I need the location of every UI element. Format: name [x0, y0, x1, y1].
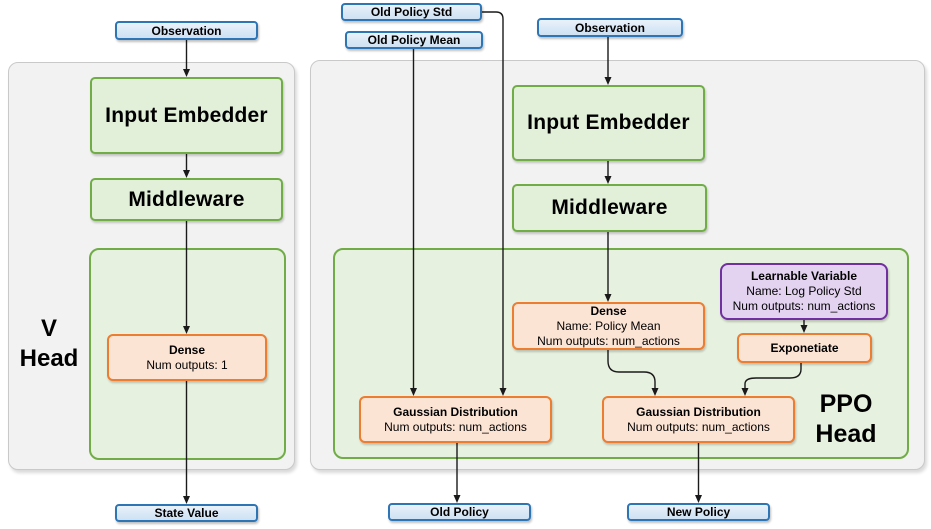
exponetiate-label: Exponetiate: [770, 340, 839, 355]
edge-exponetiate-to-gaussian-new: [741, 362, 802, 396]
input-embedder-v-label: Input Embedder: [105, 103, 268, 127]
input-embedder-ppo-label: Input Embedder: [527, 111, 690, 134]
observation-v-label: Observation: [151, 23, 222, 38]
input-embedder-ppo-node: Input Embedder: [512, 85, 705, 161]
learnable-variable-node: Learnable Variable Name: Log Policy Std …: [720, 263, 888, 320]
learnable-variable-name: Name: Log Policy Std: [746, 284, 862, 298]
new-policy-node: New Policy: [627, 503, 770, 521]
middleware-v-node: Middleware: [90, 178, 283, 221]
gaussian-new-outputs: Num outputs: num_actions: [627, 419, 770, 434]
observation-ppo-node: Observation: [537, 18, 683, 37]
ppo-head-title-line1: PPO: [819, 390, 873, 418]
ppo-head-title: PPO Head: [798, 389, 894, 449]
new-policy-label: New Policy: [666, 505, 731, 519]
middleware-ppo-label: Middleware: [551, 196, 668, 219]
edge-old-policy-std-to-gaussian-old: [482, 11, 507, 396]
old-policy-mean-label: Old Policy Mean: [367, 33, 461, 47]
v-head-title-line2: Head: [19, 345, 79, 372]
state-value-label: State Value: [154, 506, 219, 520]
learnable-variable-outputs: Num outputs: num_actions: [732, 299, 876, 313]
dense-policy-mean-outputs: Num outputs: num_actions: [537, 333, 680, 348]
old-policy-mean-node: Old Policy Mean: [345, 31, 483, 49]
gaussian-old-title: Gaussian Distribution: [393, 404, 518, 419]
input-embedder-v-node: Input Embedder: [90, 77, 283, 154]
gaussian-distribution-old-node: Gaussian Distribution Num outputs: num_a…: [359, 396, 552, 443]
state-value-node: State Value: [115, 504, 258, 522]
ppo-head-title-line2: Head: [815, 420, 877, 448]
dense-policy-mean-title: Dense: [590, 303, 627, 318]
observation-v-node: Observation: [115, 21, 258, 40]
dense-v-title: Dense: [168, 342, 206, 357]
old-policy-std-label: Old Policy Std: [370, 5, 453, 19]
middleware-v-label: Middleware: [128, 187, 245, 211]
dense-policy-mean-node: Dense Name: Policy Mean Num outputs: num…: [512, 302, 705, 350]
learnable-variable-title: Learnable Variable: [750, 269, 858, 283]
dense-policy-mean-name: Name: Policy Mean: [556, 318, 661, 333]
exponetiate-node: Exponetiate: [737, 333, 872, 363]
gaussian-new-title: Gaussian Distribution: [636, 404, 761, 419]
v-head-title: V Head: [6, 314, 92, 374]
edge-dense-policy-mean-to-gaussian-new: [607, 350, 659, 396]
old-policy-node: Old Policy: [388, 503, 531, 521]
middleware-ppo-node: Middleware: [512, 184, 707, 232]
old-policy-label: Old Policy: [430, 505, 489, 519]
v-head-title-line1: V: [40, 315, 57, 342]
gaussian-old-outputs: Num outputs: num_actions: [384, 419, 527, 434]
observation-ppo-label: Observation: [574, 20, 646, 35]
dense-v-node: Dense Num outputs: 1: [107, 334, 267, 381]
old-policy-std-node: Old Policy Std: [341, 3, 482, 21]
gaussian-distribution-new-node: Gaussian Distribution Num outputs: num_a…: [602, 396, 795, 443]
dense-v-outputs: Num outputs: 1: [146, 357, 228, 372]
